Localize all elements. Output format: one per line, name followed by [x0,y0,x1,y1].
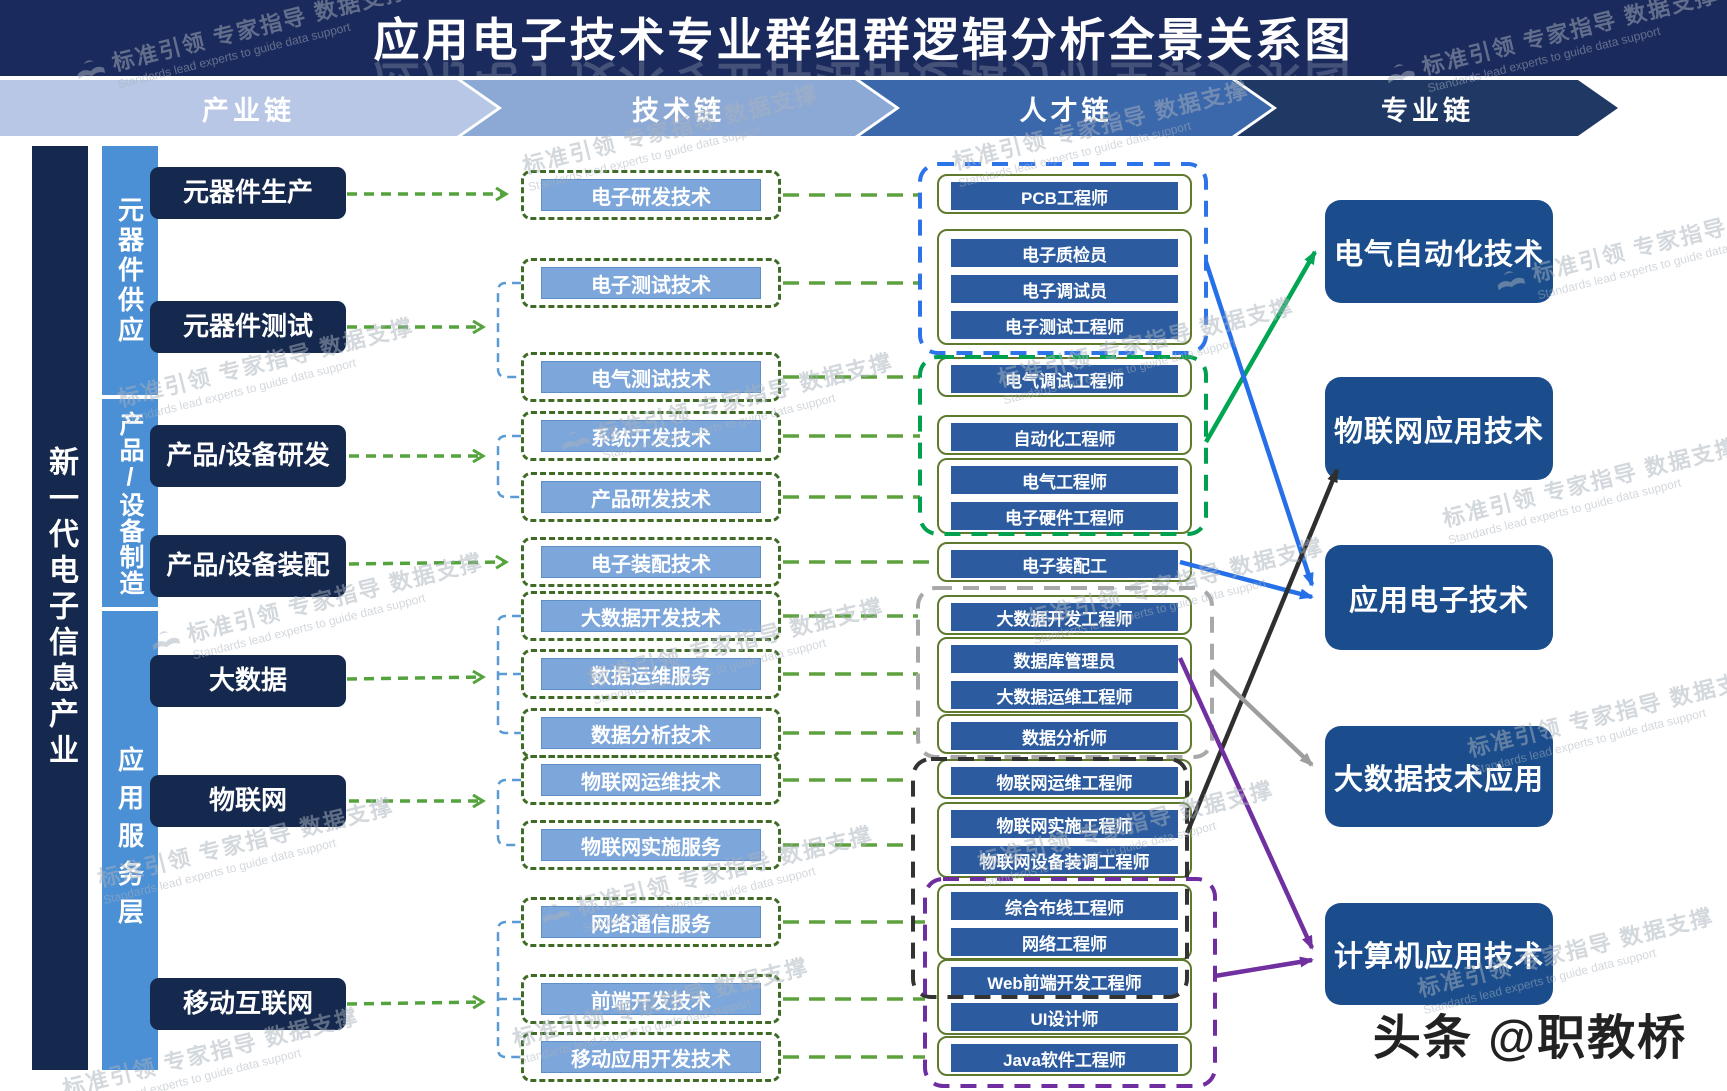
major-node: 物联网应用技术 [1325,377,1553,480]
industry-node: 移动互联网 [150,978,346,1030]
industry-node: 元器件测试 [150,301,346,353]
chain-talent-label: 人才链 [1019,95,1113,126]
talent-node: 物联网运维工程师 [951,767,1178,795]
chain-industry-label: 产业链 [202,95,295,126]
layer-segment-application: 应用服务层 [102,611,158,1070]
major-node: 大数据技术应用 [1325,726,1553,827]
tech-node-label: 网络通信服务 [541,906,761,938]
tech-node: 数据分析技术 [521,708,781,758]
tech-node: 电气测试技术 [521,352,781,402]
layer-segment-manufacture: 产品/设备制造 [102,399,158,607]
tech-node: 电子测试技术 [521,258,781,308]
talent-group: 电气调试工程师 [937,357,1192,397]
tech-node-label: 物联网运维技术 [541,764,761,796]
tech-node: 移动应用开发技术 [521,1032,781,1082]
layer-segment-supply: 元器件供应 [102,146,158,395]
tech-node: 产品研发技术 [521,472,781,522]
talent-node: 自动化工程师 [951,423,1178,451]
tech-node: 物联网运维技术 [521,755,781,805]
talent-node: 电气工程师 [951,466,1178,494]
industry-node: 物联网 [150,775,346,827]
tech-node-label: 数据分析技术 [541,717,761,749]
tech-node-label: 数据运维服务 [541,658,761,690]
talent-node: 电子硬件工程师 [951,502,1178,530]
talent-node: 大数据运维工程师 [951,681,1178,709]
talent-group: 电气工程师 电子硬件工程师 [937,458,1192,534]
credit-watermark: 头条 @职教桥 [1372,1012,1688,1065]
chain-major-label: 专业链 [1381,95,1474,126]
major-node: 应用电子技术 [1325,545,1553,650]
tech-node-label: 移动应用开发技术 [541,1041,761,1073]
chain-major: 专业链 [1237,80,1618,136]
tech-node: 网络通信服务 [521,897,781,947]
talent-node: 电子测试工程师 [951,311,1178,339]
chain-technology: 技术链 [462,80,895,136]
page-title-reflection: 应用电子技术专业群组群逻辑分析全景关系图 [0,52,1727,76]
tech-node-label: 电子研发技术 [541,179,761,211]
talent-node: PCB工程师 [951,182,1178,210]
tech-node-label: 产品研发技术 [541,481,761,513]
split-brackets [496,281,521,1059]
talent-group: 电子质检员 电子调试员 电子测试工程师 [937,229,1192,345]
tech-node: 电子装配技术 [521,537,781,587]
tech-node: 大数据开发技术 [521,591,781,641]
chain-industry: 产业链 [0,80,497,136]
tech-node-label: 系统开发技术 [541,420,761,452]
talent-group: 物联网运维工程师 [937,759,1192,799]
talent-group: PCB工程师 [937,174,1192,214]
tech-node: 系统开发技术 [521,411,781,461]
tech-node: 电子研发技术 [521,170,781,220]
talent-group: 电子装配工 [937,542,1192,582]
industry-to-tech-arrows [346,194,505,1004]
talent-node: 物联网设备装调工程师 [951,846,1178,874]
industry-node: 产品/设备装配 [150,535,346,597]
tech-to-talent-connectors [783,193,937,1059]
talent-node: 物联网实施工程师 [951,810,1178,838]
talent-node: 电子调试员 [951,275,1178,303]
industry-node: 元器件生产 [150,167,346,219]
tech-node: 物联网实施服务 [521,820,781,870]
talent-group: Web前端开发工程师 UI设计师 [937,959,1192,1035]
page-title: 应用电子技术专业群组群逻辑分析全景关系图 [373,14,1354,66]
talent-node: 电气调试工程师 [951,365,1178,393]
tech-node: 前端开发技术 [521,974,781,1024]
tech-node-label: 前端开发技术 [541,983,761,1015]
industry-node: 大数据 [150,655,346,707]
talent-node: 综合布线工程师 [951,892,1178,920]
tech-node: 数据运维服务 [521,649,781,699]
tech-node-label: 大数据开发技术 [541,600,761,632]
talent-to-major-arrows [1177,250,1340,979]
talent-node: 电子装配工 [951,550,1178,578]
talent-node: Web前端开发工程师 [951,967,1178,995]
talent-group: 大数据开发工程师 [937,595,1192,635]
chain-talent: 人才链 [860,80,1272,136]
talent-node: 网络工程师 [951,928,1178,956]
talent-group: 数据库管理员 大数据运维工程师 [937,637,1192,713]
tech-node-label: 电子装配技术 [541,546,761,578]
title-bar: 应用电子技术专业群组群逻辑分析全景关系图 应用电子技术专业群组群逻辑分析全景关系… [0,0,1727,76]
tech-node-label: 电气测试技术 [541,361,761,393]
talent-node: Java软件工程师 [951,1044,1178,1072]
major-node: 电气自动化技术 [1325,200,1553,303]
tech-node-label: 电子测试技术 [541,267,761,299]
major-node: 计算机应用技术 [1325,903,1553,1005]
talent-group: 数据分析师 [937,714,1192,754]
talent-node: 数据库管理员 [951,645,1178,673]
talent-node: 大数据开发工程师 [951,603,1178,631]
chain-technology-label: 技术链 [632,95,725,126]
talent-node: 电子质检员 [951,239,1178,267]
industry-node: 产品/设备研发 [150,425,346,487]
industry-bar: 新一代电子信息产业 [32,146,88,1070]
talent-group: 物联网实施工程师 物联网设备装调工程师 [937,802,1192,878]
talent-group: Java软件工程师 [937,1036,1192,1076]
talent-node: 数据分析师 [951,722,1178,750]
tech-node-label: 物联网实施服务 [541,829,761,861]
talent-group: 自动化工程师 [937,415,1192,455]
talent-node: UI设计师 [951,1003,1178,1031]
talent-group: 综合布线工程师 网络工程师 [937,884,1192,960]
